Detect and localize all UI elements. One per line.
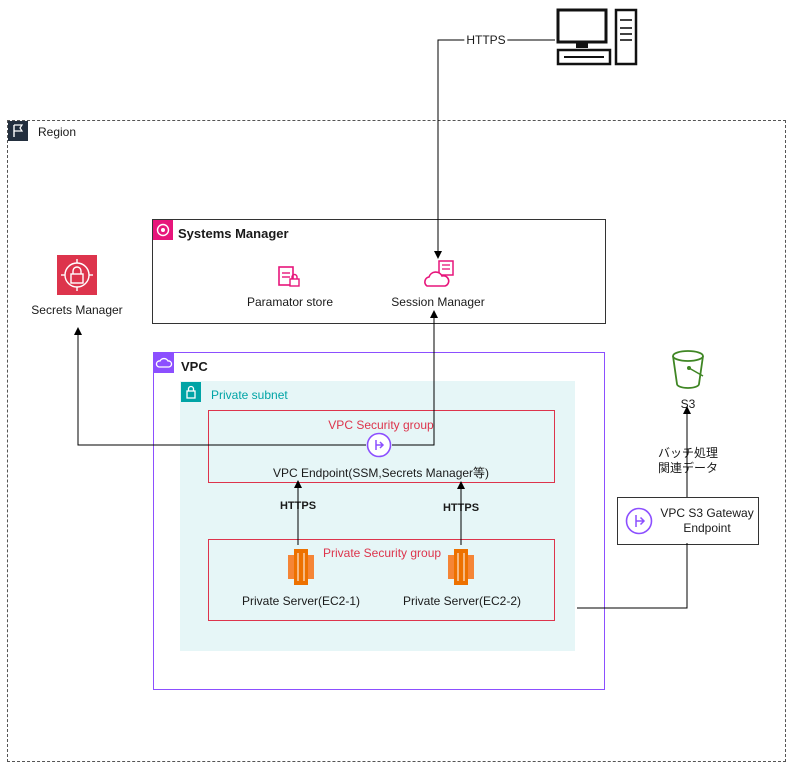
vpc-group <box>153 352 605 690</box>
vpc-security-group <box>208 410 555 483</box>
ec2-2-https-label: HTTPS <box>441 502 481 514</box>
vpc-security-group-label: VPC Security group <box>328 418 434 432</box>
s3-label: S3 <box>680 397 696 411</box>
private-security-group-label: Private Security group <box>323 546 442 560</box>
systems-manager-title: Systems Manager <box>178 226 289 241</box>
systems-manager-icon <box>153 220 173 240</box>
parameter-store-label: Paramator store <box>246 295 334 309</box>
session-manager-icon <box>423 260 455 290</box>
session-manager-label: Session Manager <box>391 295 485 309</box>
ec2-instance-icon <box>286 547 316 587</box>
private-security-group <box>208 539 555 621</box>
ec2-2-label: Private Server(EC2-2) <box>402 594 522 608</box>
ec2-1-https-label: HTTPS <box>278 500 318 512</box>
vpc-cloud-icon <box>154 353 174 373</box>
s3-flow-label-2: 関連データ <box>657 459 719 476</box>
ec2-1-label: Private Server(EC2-1) <box>241 594 361 608</box>
desktop-computer-icon <box>556 8 640 68</box>
secrets-manager-icon <box>57 255 97 295</box>
ec2-instance-icon <box>446 547 476 587</box>
user-https-label: HTTPS <box>464 33 508 47</box>
lock-icon <box>181 382 201 402</box>
flag-icon <box>8 121 28 141</box>
systems-manager-group <box>152 219 606 324</box>
vpc-endpoint-icon <box>366 432 392 458</box>
vpc-endpoint-icon <box>625 507 653 535</box>
region-label: Region <box>38 125 77 139</box>
s3-gateway-label-1: VPC S3 Gateway <box>660 506 754 520</box>
secrets-manager-label: Secrets Manager <box>31 303 123 317</box>
s3-flow-label-1: バッチ処理 <box>657 444 719 461</box>
vpc-title: VPC <box>181 359 208 374</box>
s3-gateway-label-2: Endpoint <box>683 521 731 535</box>
s3-bucket-icon <box>667 348 709 390</box>
private-subnet-label: Private subnet <box>211 388 288 402</box>
region-group <box>7 120 786 762</box>
parameter-store-icon <box>276 263 302 289</box>
vpc-endpoint-label: VPC Endpoint(SSM,Secrets Manager等) <box>272 466 490 480</box>
